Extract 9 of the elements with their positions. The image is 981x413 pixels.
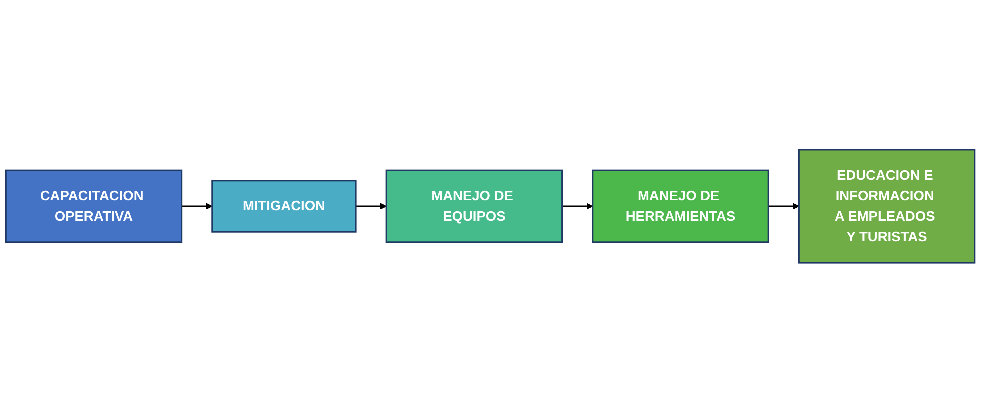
arrow bbox=[356, 203, 387, 210]
node-box: EDUCACION E INFORMACION A EMPLEADOS Y TURISTAS bbox=[798, 149, 976, 264]
arrow bbox=[768, 203, 800, 210]
node-box: MANEJO DE EQUIPOS bbox=[386, 170, 564, 244]
node-box: CAPACITACION OPERATIVA bbox=[5, 170, 183, 244]
node-box: MANEJO DE HERRAMIENTAS bbox=[592, 170, 770, 244]
node-box: MITIGACION bbox=[212, 180, 357, 233]
arrow bbox=[562, 203, 594, 210]
arrow bbox=[182, 203, 213, 210]
